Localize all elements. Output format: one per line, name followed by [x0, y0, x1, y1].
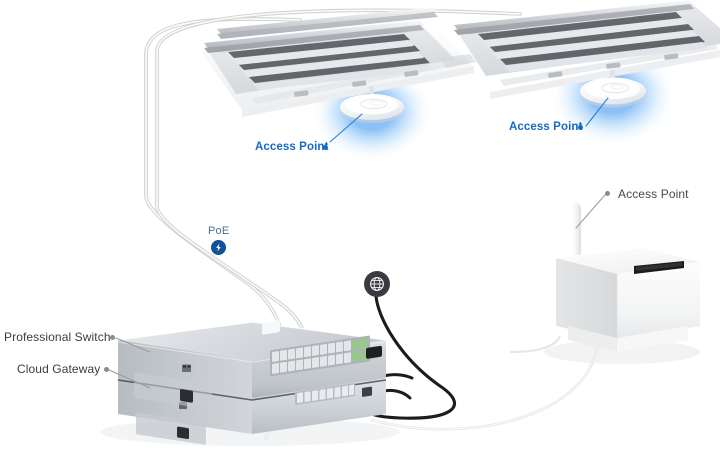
- leader-dot-professional-switch: [110, 335, 115, 340]
- leader-dot-access-point-left: [323, 145, 328, 150]
- cable-poe-right: [155, 8, 522, 364]
- leader-dot-cloud-gateway: [104, 367, 109, 372]
- label-poe: PoE: [208, 225, 230, 237]
- ceiling-panel-right: [440, 0, 720, 99]
- lightning-bolt-icon: [216, 243, 221, 252]
- leader-lines: [108, 97, 609, 389]
- leader-dot-access-point-right: [605, 191, 610, 196]
- label-access-point-left: Access Point: [255, 141, 329, 153]
- ethernet-plug: [262, 320, 280, 335]
- device-stack: [100, 320, 400, 446]
- ceiling-panel-left: [200, 7, 474, 117]
- switch-ports: [270, 335, 370, 377]
- desk-access-point: [544, 203, 700, 364]
- poe-badge: [211, 240, 226, 255]
- internet-globe-node: [364, 271, 390, 297]
- gateway-ports: [295, 383, 372, 405]
- label-access-point-middle: Access Point: [509, 121, 583, 133]
- globe-icon: [370, 277, 384, 291]
- ceiling-access-point-left: [340, 86, 404, 123]
- wan-plug: [366, 345, 382, 359]
- label-cloud-gateway: Cloud Gateway: [17, 362, 101, 376]
- professional-switch: [117, 320, 387, 410]
- cable-poe-left: [144, 17, 302, 354]
- ceiling-access-point-right: [580, 70, 646, 108]
- label-access-point-right: Access Point: [618, 187, 689, 201]
- label-professional-switch: Professional Switch: [4, 330, 111, 344]
- leader-dot-access-point-middle: [578, 125, 583, 130]
